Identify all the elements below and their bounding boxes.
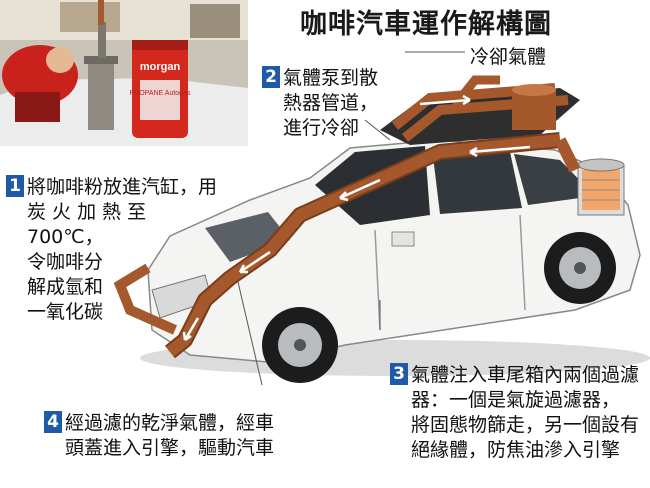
callout-3: 3 氣體注入車尾箱內兩個過濾 器：一個是氣旋過濾器， 將固態物篩走，另一個設有 … — [390, 338, 639, 488]
step-badge-2: 2 — [262, 66, 280, 88]
cooling-gas-label: 冷卻氣體 — [470, 46, 547, 68]
callout-4: 4 經過濾的乾淨氣體，經車 頭蓋進入引擎，驅動汽車 — [44, 386, 274, 486]
step-badge-1: 1 — [6, 175, 24, 197]
side-window — [432, 148, 522, 214]
flow-arrows — [182, 94, 531, 342]
diagram-canvas: morgan PROPANE Autogas — [0, 0, 650, 461]
inset-photo-drawing: morgan PROPANE Autogas — [0, 0, 248, 146]
diagram-title: 咖啡汽車運作解構圖 — [300, 9, 552, 40]
leader-lines — [237, 51, 465, 386]
roof-tank — [512, 90, 556, 130]
callout-4-text: 經過濾的乾淨氣體，經車 頭蓋進入引擎，驅動汽車 — [65, 412, 275, 459]
filter-canister — [577, 158, 625, 216]
step-badge-3: 3 — [390, 363, 408, 385]
callout-2-text: 氣體泵到散 熱器管道， 進行冷卻 — [283, 67, 379, 139]
car-illustration — [113, 51, 650, 386]
engine-bay — [205, 212, 290, 262]
callout-1: 1 將咖啡粉放進汽缸，用 炭 火 加 熱 至 700℃， 令咖啡分 解成氫和 一… — [6, 150, 217, 350]
callout-3-text: 氣體注入車尾箱內兩個過濾 器：一個是氣旋過濾器， 將固態物篩走，另一個設有 絕緣… — [411, 364, 640, 461]
inset-photo: morgan PROPANE Autogas — [0, 0, 250, 148]
canister-label: PROPANE Autogas — [130, 90, 191, 97]
step-badge-4: 4 — [44, 411, 62, 433]
callout-2: 2 氣體泵到散 熱器管道， 進行冷卻 — [262, 41, 378, 166]
rear-window — [514, 154, 595, 205]
canister-brand: morgan — [140, 61, 181, 73]
callout-1-text: 將咖啡粉放進汽缸，用 炭 火 加 熱 至 700℃， 令咖啡分 解成氫和 一氧化… — [27, 176, 218, 323]
